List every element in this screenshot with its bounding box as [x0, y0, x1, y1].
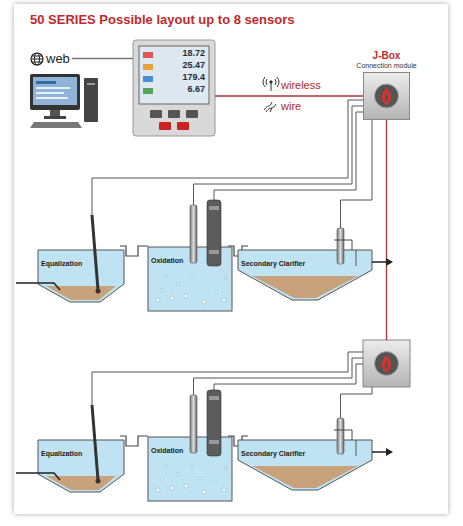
pc-tower	[84, 78, 98, 122]
reading-value: 6.67	[133, 83, 205, 95]
treatment-line	[16, 390, 393, 501]
module-caption: Connection module	[356, 62, 416, 70]
stage-name: Secondary Clarifier	[241, 260, 305, 267]
junction-symbol	[364, 73, 409, 119]
junction-symbol	[375, 352, 399, 376]
link-label: web	[46, 51, 72, 66]
cable-link	[215, 95, 363, 96]
screen-icon	[143, 52, 153, 58]
stage-name: Equalization	[41, 260, 82, 267]
button	[168, 110, 180, 118]
button	[159, 122, 171, 130]
junction-box	[363, 340, 410, 387]
monitor-stand	[50, 110, 60, 116]
junction-box: J-BoxConnection module	[363, 72, 410, 120]
junction-symbol	[382, 355, 391, 372]
button	[150, 110, 162, 118]
monitor-base	[44, 116, 66, 119]
link-type: wire	[280, 100, 302, 112]
tank-stage: Oxidation	[148, 247, 232, 311]
stage-name: Oxidation	[151, 447, 183, 454]
globe-icon	[30, 52, 44, 66]
tank-stage: Secondary Clarifier	[238, 250, 373, 300]
wire-icon	[264, 102, 276, 112]
screen-icon	[143, 64, 153, 70]
link-type: wireless	[280, 79, 322, 91]
keyboard	[30, 122, 82, 128]
button	[186, 110, 198, 118]
reading-value: 179.4	[133, 71, 205, 83]
stage-name: Oxidation	[151, 257, 183, 264]
controller-panel	[133, 40, 215, 136]
controller: 18.7225.47179.46.67	[133, 40, 215, 136]
cable-link	[72, 58, 133, 59]
stage-name: Secondary Clarifier	[241, 450, 305, 457]
screen-icon	[143, 76, 153, 82]
monitor-screen	[33, 77, 77, 105]
screen-bar	[36, 97, 68, 99]
screen-bar	[36, 92, 64, 94]
button	[177, 122, 189, 130]
screen-bar	[36, 81, 56, 84]
stage-name: Equalization	[41, 450, 82, 457]
tank-stage: Oxidation	[148, 437, 232, 501]
treatment-line	[16, 200, 393, 311]
tank-stage: Secondary Clarifier	[238, 440, 373, 490]
monitor	[30, 74, 80, 110]
tank-stage: Equalization	[38, 440, 124, 492]
web-link: web	[30, 51, 72, 66]
screen-icon	[143, 88, 153, 94]
title: 50 SERIES Possible layout up to 8 sensor…	[30, 12, 294, 27]
screen-bar	[36, 87, 70, 89]
reading-value: 18.72	[133, 47, 205, 59]
reading-value: 25.47	[133, 59, 205, 71]
caption-group: J-BoxConnection module	[356, 50, 416, 73]
antenna-icon	[263, 77, 279, 91]
drive-slot	[87, 83, 95, 85]
module-name: J-Box	[356, 50, 416, 62]
bus-cable	[386, 120, 387, 340]
tank-stage: Equalization	[38, 250, 124, 302]
